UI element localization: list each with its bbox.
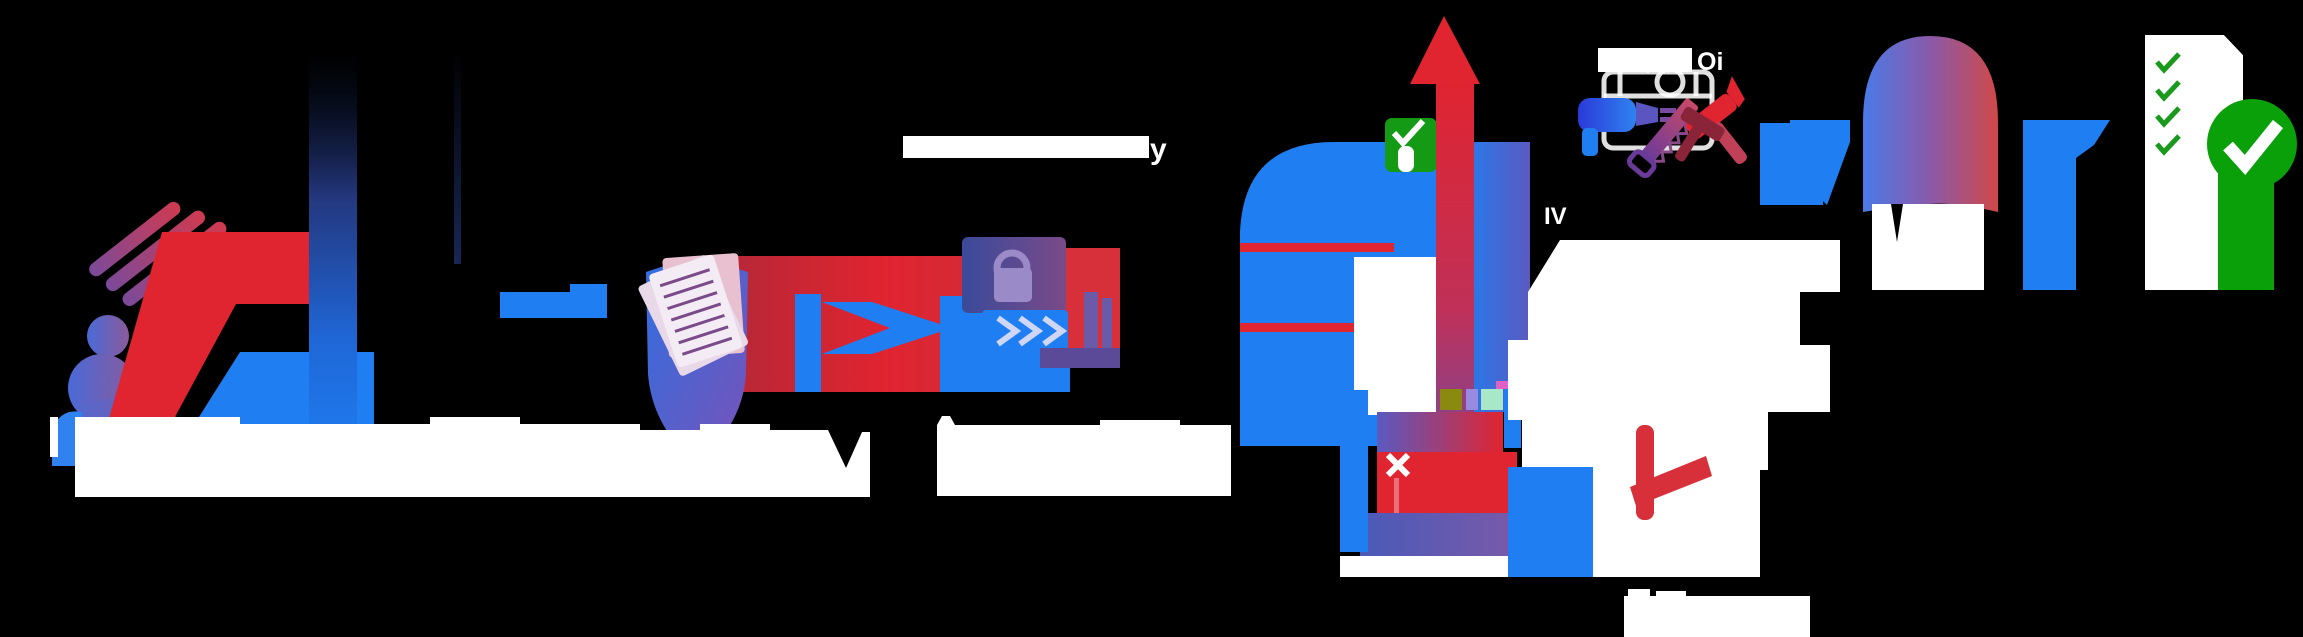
- blue-arrow: [1790, 120, 1850, 205]
- divider-streak: [454, 48, 461, 264]
- blue-block: [1508, 467, 1593, 577]
- red-arrow-stroke: [108, 232, 338, 452]
- toolbox-tools-icon: Oi: [1578, 48, 1747, 179]
- blue-ribbon: [309, 52, 357, 466]
- document-stack: [638, 253, 749, 376]
- checklist-checks: [2155, 52, 2181, 156]
- approved-circle-badge: [2207, 99, 2297, 290]
- person-head: [87, 315, 129, 357]
- mail-label-bar: [500, 284, 607, 318]
- caption-glow-bars: [50, 416, 1231, 497]
- blue-chevron-arrow: [822, 302, 952, 354]
- person-profile-icon: [1863, 36, 1998, 290]
- olive-chip: [1440, 389, 1462, 410]
- profile-head: [1863, 36, 1998, 212]
- locked-laptop-icon: [940, 237, 1120, 392]
- profile-shirt: [1872, 204, 1984, 290]
- approval-check-badge: [1385, 118, 1437, 172]
- red-cross-mark: [1630, 425, 1712, 520]
- caption-glow-bottom: [1624, 589, 1810, 637]
- heading-fragment-iv: IV: [1544, 203, 1567, 230]
- drill-icon: [1578, 98, 1676, 156]
- padlock-body: [994, 268, 1032, 302]
- toolbox-caption-glow: [1598, 48, 1692, 72]
- paragraph-glow-text: IV: [1340, 203, 1840, 577]
- check-icon: [2223, 119, 2284, 176]
- window-panel: [1354, 257, 1446, 415]
- chevrons-glyph: [996, 315, 1068, 347]
- blue-arrow-turn-down: [2023, 120, 2110, 290]
- mint-chip: [1481, 389, 1503, 410]
- caption-fragment-y: y: [1150, 133, 1167, 166]
- mallet-icon: [1675, 106, 1725, 162]
- lavender-chip: [1466, 389, 1478, 410]
- caption-glow-mid: y: [903, 133, 1167, 166]
- error-cross-box: [1340, 390, 1520, 557]
- x-icon: [1385, 452, 1411, 478]
